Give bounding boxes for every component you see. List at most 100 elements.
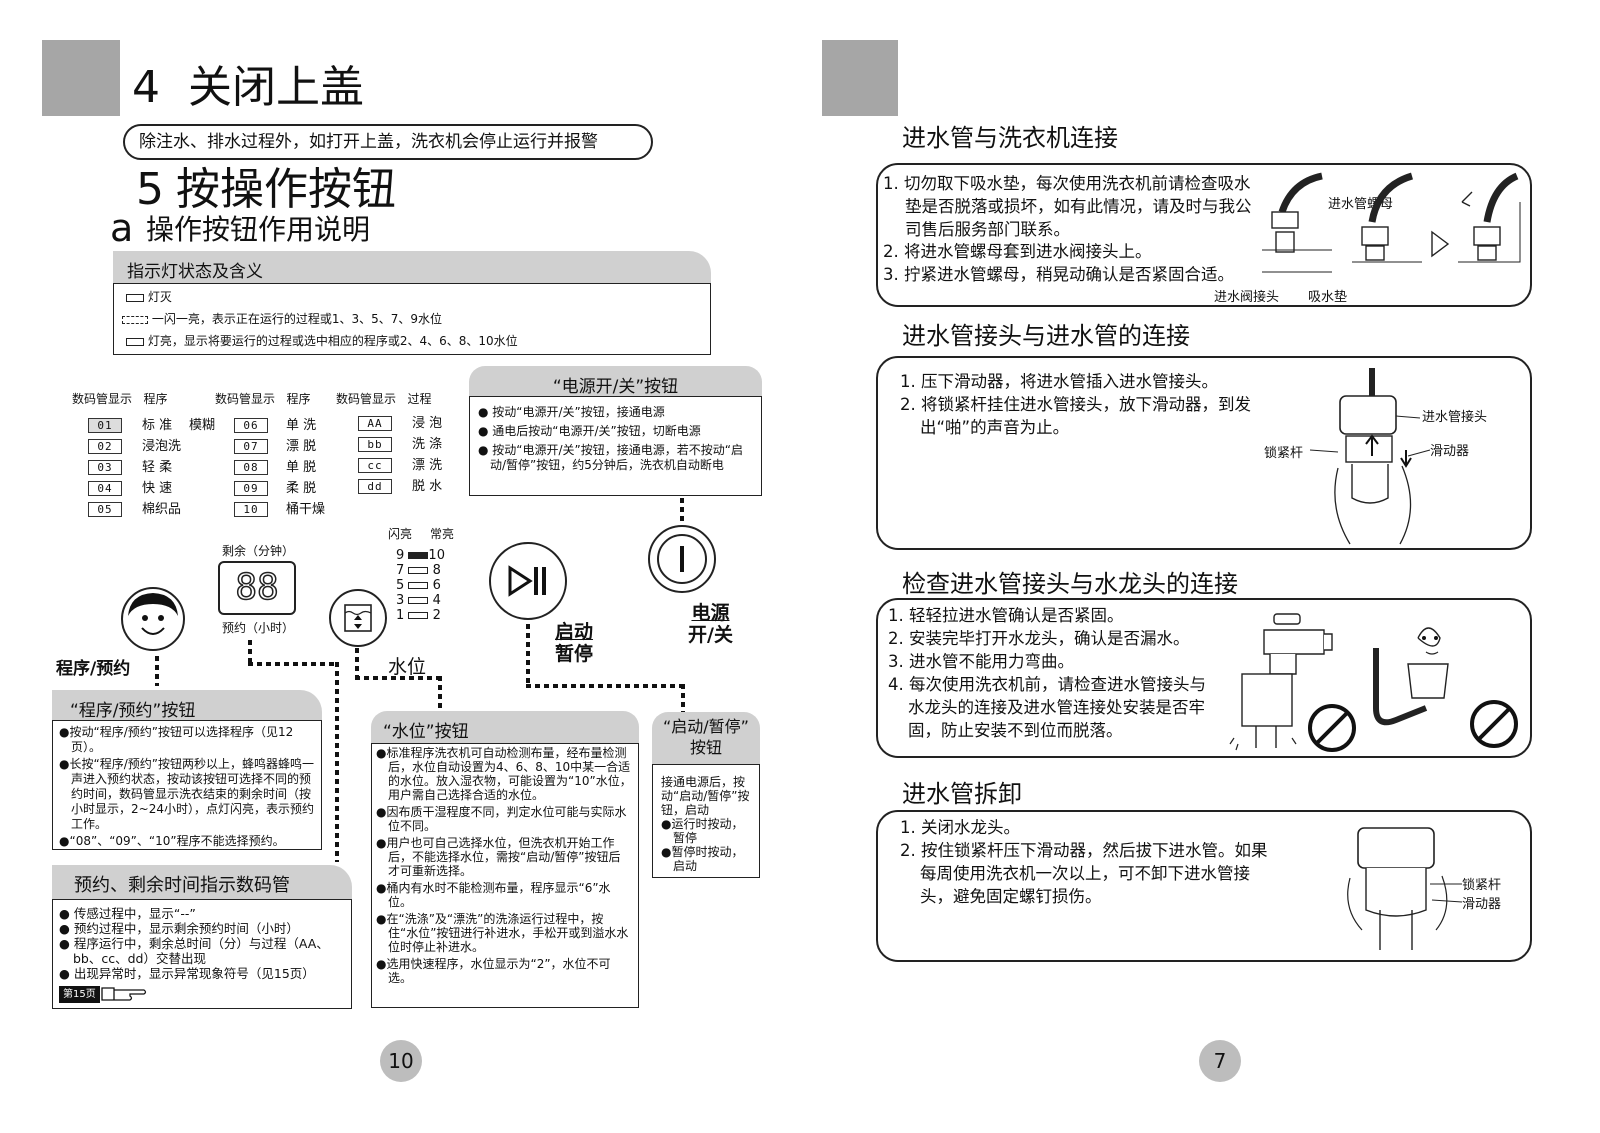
section4-number: 4: [132, 62, 160, 113]
start-box: 接通电源后，按动“启动/暂停”按钮，启动 ●运行时按动，暂停 ●暂停时按动，启动: [652, 764, 760, 878]
s2-item-1: 1. 压下滑动器，将进水管插入进水管接头。: [900, 372, 1218, 391]
s2-label-joint: 进水管接头: [1422, 410, 1488, 425]
level-row: 9 10: [396, 548, 445, 563]
s4-label-lever: 锁紧杆: [1462, 878, 1502, 893]
water-level-indicators: 9 10 7 8 5 6 3 4 1 2: [396, 548, 445, 623]
section-marker-block: [42, 40, 120, 116]
display-item: ● 程序运行中，剩余总时间（分）与过程（AA、bb、cc、dd）交替出现: [59, 936, 329, 966]
power-button[interactable]: [647, 524, 717, 594]
pointing-hand-icon: [101, 987, 146, 1001]
level-row: 5 6: [396, 578, 441, 593]
water-box: ●标准程序洗衣机可自动检测布量，经布量检测后，水位自动设置为4、6、8、10中某…: [371, 743, 639, 1008]
s1-label-pad: 吸水垫: [1308, 290, 1348, 305]
start-pause-button[interactable]: [488, 541, 568, 621]
remaining-label: 剩余（分钟）: [222, 544, 295, 558]
s3-item-1: 1. 轻轻拉进水管确认是否紧固。: [888, 606, 1124, 625]
program-box-title: “程序/预约”按钮: [52, 690, 322, 721]
program-box: ●按动“程序/预约”按钮可以选择程序（见12页）。 ●长按“程序/预约”按钮两秒…: [52, 720, 322, 850]
power-item: ● 按动“电源开/关”按钮，接通电源，若不按动“启动/暂停”按钮，约5分钟后，洗…: [478, 443, 743, 472]
s1-box: [876, 163, 1532, 307]
time-display: 88: [218, 561, 296, 615]
s4-label-slider: 滑动器: [1462, 897, 1502, 912]
indicator-off-icon: [126, 293, 144, 302]
display-item: ● 出现异常时，显示异常现象符号（见15页）: [59, 966, 315, 981]
power-item: ● 按动“电源开/关”按钮，接通电源: [478, 405, 665, 419]
faucet-illustration: [1229, 613, 1518, 752]
s1-item-3: 3. 拧紧进水管螺母，稍晃动确认是否紧固合适。: [883, 265, 1234, 284]
power-box-title: “电源开/关”按钮: [469, 366, 762, 397]
joint-connect-illustration: [1309, 368, 1431, 545]
water-level-button[interactable]: [328, 588, 388, 648]
right-marker-block: [822, 40, 898, 116]
water-item: ●桶内有水时不能检测布量，程序显示“6”水位。: [376, 881, 611, 909]
s2-label-lever: 锁紧杆: [1264, 446, 1304, 461]
display-item: ● 预约过程中，显示剩余预约时间（小时）: [59, 921, 299, 936]
program-button-label: 程序/预约: [56, 659, 131, 679]
s3-item-4: 4. 每次使用洗衣机前，请检查进水管接头与水龙头的连接及进水管连接处安装是否牢固…: [888, 675, 1206, 740]
indicator-legend: 灯灭 一闪一亮，表示正在运行的过程或1、3、5、7、9水位 灯亮，显示将要运行的…: [113, 283, 711, 355]
page-number-right: 7: [1199, 1040, 1241, 1082]
hose-nut-illustration: [1262, 172, 1521, 273]
level-row: 3 4: [396, 593, 441, 608]
power-box: ● 按动“电源开/关”按钮，接通电源 ● 通电后按动“电源开/关”按钮，切断电源…: [469, 396, 762, 496]
program-button[interactable]: [120, 586, 186, 652]
legend-row-off: 灯灭: [126, 290, 172, 305]
page-ref: 第15页: [59, 985, 345, 1003]
sub-a-letter: a: [110, 206, 134, 250]
power-item: ● 通电后按动“电源开/关”按钮，切断电源: [478, 424, 701, 438]
display-box-title: 预约、剩余时间指示数码管: [52, 865, 352, 899]
s2-title: 进水管接头与进水管的连接: [902, 322, 1190, 350]
section5-number: 5: [136, 164, 164, 215]
s4-title: 进水管拆卸: [902, 780, 1022, 808]
reserve-label: 预约（小时）: [222, 621, 295, 635]
program-item: ●“08”、“09”、“10”程序不能选择预约。: [59, 834, 285, 848]
table2-header: 数码管显示 程序: [215, 392, 311, 406]
indicator-flash-icon: [122, 315, 148, 324]
water-item: ●因布质干湿程度不同，判定水位可能与实际水位不同。: [376, 805, 627, 833]
s4-item-1: 1. 关闭水龙头。: [900, 818, 1020, 837]
legend-row-flash: 一闪一亮，表示正在运行的过程或1、3、5、7、9水位: [122, 312, 442, 327]
water-item: ●在“洗涤”及“漂洗”的洗涤运行过程中，按住“水位”按钮进行补进水，手松开或到溢…: [376, 912, 629, 954]
legend-row-on: 灯亮，显示将要运行的过程或选中相应的程序或2、4、6、8、10水位: [126, 334, 518, 349]
start-box-title: “启动/暂停” 按钮: [652, 712, 760, 764]
s3-item-2: 2. 安装完毕打开水龙头，确认是否漏水。: [888, 629, 1190, 648]
indicator-header: 指示灯状态及含义: [113, 251, 711, 283]
power-button-label: 电源 开/关: [688, 602, 733, 646]
s1-title: 进水管与洗衣机连接: [902, 124, 1118, 152]
flash-label: 闪亮: [388, 527, 413, 541]
water-item: ●选用快速程序，水位显示为“2”，水位不可选。: [376, 957, 611, 985]
s1-label-valve: 进水阀接头: [1214, 290, 1280, 305]
s3-item-3: 3. 进水管不能用力弯曲。: [888, 652, 1074, 671]
s4-item-2: 2. 按住锁紧杆压下滑动器，然后拔下进水管。如果每周使用洗衣机一次以上，可不卸下…: [900, 841, 1268, 906]
start-button-label: 启动 暂停: [555, 621, 594, 665]
display-box: ● 传感过程中，显示“--” ● 预约过程中，显示剩余预约时间（小时） ● 程序…: [52, 899, 352, 1009]
sub-a-title: 操作按钮作用说明: [146, 213, 371, 246]
section5-title: 按操作按钮: [176, 164, 396, 215]
s2-box: [876, 356, 1532, 550]
water-button-label: 水位: [388, 656, 427, 678]
joint-removal-illustration: [1347, 827, 1463, 950]
water-item: ●用户也可自己选择水位，但洗衣机开始工作后，不能选择水位，需按“启动/暂停”按钮…: [376, 836, 621, 878]
water-item: ●标准程序洗衣机可自动检测布量，经布量检测后，水位自动设置为4、6、8、10中某…: [376, 746, 632, 802]
table3-header: 数码管显示 过程: [336, 392, 432, 406]
s2-item-2: 2. 将锁紧杆挂住进水管接头，放下滑动器，到发出“啪”的声音为止。: [900, 395, 1251, 437]
display-item: ● 传感过程中，显示“--”: [59, 906, 196, 921]
start-item: ●暂停时按动，启动: [661, 845, 744, 873]
level-row: 1 2: [396, 608, 441, 623]
steady-label: 常亮: [430, 527, 455, 541]
lid-notice: 除注水、排水过程外，如打开上盖，洗衣机会停止运行并报警: [123, 124, 653, 160]
